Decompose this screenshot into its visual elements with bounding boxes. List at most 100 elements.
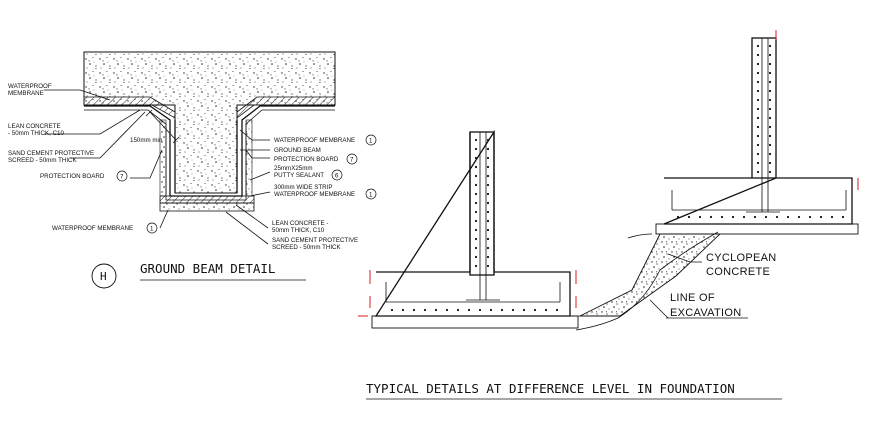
rebar-dot bbox=[768, 143, 772, 147]
rebar-dot bbox=[756, 80, 760, 84]
label-r-strip-num: 1 bbox=[369, 192, 373, 199]
label-dimension-150: 150mm min bbox=[130, 137, 163, 144]
ground-beam-title-block: H GROUND BEAM DETAIL bbox=[91, 261, 306, 289]
label-r-strip-2: WATERPROOF MEMBRANE bbox=[274, 191, 355, 198]
label-protection-board-num: 7 bbox=[120, 174, 124, 181]
rebar-dot bbox=[756, 116, 760, 120]
rebar-dot bbox=[486, 246, 490, 250]
rebar-dot bbox=[756, 134, 760, 138]
rebar-dot bbox=[756, 125, 760, 129]
rebar-dot bbox=[687, 215, 691, 219]
rebar-dot bbox=[756, 107, 760, 111]
label-r-protection-board-num: 7 bbox=[350, 157, 354, 164]
rebar-dot bbox=[434, 308, 438, 312]
rebar-dot bbox=[756, 161, 760, 165]
rebar-dot bbox=[423, 308, 427, 312]
label-r-strip-1: 300mm WIDE STRIP bbox=[274, 184, 332, 191]
rebar-dot bbox=[756, 62, 760, 66]
rebar-dot bbox=[486, 192, 490, 196]
rebar-dot bbox=[401, 308, 405, 312]
rebar-dot bbox=[489, 308, 493, 312]
rebar-dot bbox=[522, 308, 526, 312]
label-waterproof-bottom-num: 1 bbox=[150, 226, 154, 233]
rebar-dot bbox=[797, 215, 801, 219]
rebar-dot bbox=[486, 210, 490, 214]
rebar-dots bbox=[390, 44, 845, 312]
rebar-dot bbox=[474, 201, 478, 205]
rebar-dot bbox=[474, 174, 478, 178]
rebar-dot bbox=[775, 215, 779, 219]
label-waterproof-2: MEMBRANE bbox=[8, 90, 44, 97]
label-r-sand-2: SCREED - 50mm THICK bbox=[272, 244, 342, 251]
rebar-dot bbox=[768, 107, 772, 111]
rebar-dot bbox=[544, 308, 548, 312]
rebar-dot bbox=[819, 215, 823, 219]
rebar-dot bbox=[768, 62, 772, 66]
rebar-dot bbox=[486, 201, 490, 205]
rebar-dot bbox=[474, 165, 478, 169]
label-sand-cement-2: SCREED - 50mm THICK bbox=[8, 157, 78, 164]
ground-beam-title: GROUND BEAM DETAIL bbox=[140, 261, 275, 276]
rebar-dot bbox=[474, 246, 478, 250]
foundation-leaders bbox=[649, 253, 702, 319]
rebar-dot bbox=[756, 53, 760, 57]
ground-beam-section bbox=[83, 51, 336, 212]
label-excavation-2: EXCAVATION bbox=[670, 307, 741, 319]
rebar-dot bbox=[742, 215, 746, 219]
rebar-dot bbox=[786, 215, 790, 219]
cyclopean-concrete-slope bbox=[575, 231, 722, 331]
rebar-dot bbox=[486, 165, 490, 169]
rebar-dot bbox=[756, 44, 760, 48]
rebar-dot bbox=[756, 170, 760, 174]
label-r-protection-board: PROTECTION BOARD bbox=[274, 156, 339, 163]
label-protection-board: PROTECTION BOARD bbox=[40, 173, 105, 180]
rebar-dot bbox=[768, 53, 772, 57]
rebar-dot bbox=[533, 308, 537, 312]
rebar-dot bbox=[486, 255, 490, 259]
label-r-putty-1: 25mmX25mm bbox=[274, 165, 313, 172]
label-waterproof-1: WATERPROOF bbox=[8, 83, 52, 90]
rebar-dot bbox=[709, 215, 713, 219]
rebar-dot bbox=[720, 215, 724, 219]
rebar-dot bbox=[753, 215, 757, 219]
rebar-dot bbox=[500, 308, 504, 312]
label-sand-cement-1: SAND CEMENT PROTECTIVE bbox=[8, 150, 94, 157]
foundation-upper-footing bbox=[655, 30, 859, 235]
label-waterproof-bottom: WATERPROOF MEMBRANE bbox=[52, 225, 133, 232]
rebar-dot bbox=[486, 138, 490, 142]
rebar-dot bbox=[474, 138, 478, 142]
rebar-dot bbox=[808, 215, 812, 219]
label-cyclopean-2: CONCRETE bbox=[706, 266, 770, 278]
rebar-dot bbox=[486, 147, 490, 151]
rebar-dot bbox=[768, 71, 772, 75]
rebar-dot bbox=[764, 215, 768, 219]
label-r-lean-1: LEAN CONCRETE - bbox=[272, 220, 328, 227]
rebar-dot bbox=[511, 308, 515, 312]
rebar-dot bbox=[756, 98, 760, 102]
beam-base-screed bbox=[159, 195, 255, 204]
ground-beam-labels-left: WATERPROOF MEMBRANE LEAN CONCRETE - 50mm… bbox=[8, 83, 163, 234]
label-cyclopean-1: CYCLOPEAN bbox=[706, 252, 777, 264]
ground-beam-leaders-left bbox=[44, 89, 169, 229]
rebar-dot bbox=[698, 215, 702, 219]
rebar-dot bbox=[412, 308, 416, 312]
label-r-lean-2: 50mm THICK, C10 bbox=[272, 227, 325, 234]
rebar-dot bbox=[768, 170, 772, 174]
ground-beam-leaders-right bbox=[225, 129, 271, 245]
rebar-dot bbox=[756, 71, 760, 75]
rebar-dot bbox=[768, 152, 772, 156]
label-r-waterproof: WATERPROOF MEMBRANE bbox=[274, 137, 355, 144]
rebar-dot bbox=[768, 161, 772, 165]
rebar-dot bbox=[474, 264, 478, 268]
rebar-dot bbox=[486, 174, 490, 178]
rebar-dot bbox=[467, 308, 471, 312]
rebar-dot bbox=[390, 308, 394, 312]
label-lean-concrete-2: - 50mm THICK, C10 bbox=[8, 130, 64, 137]
rebar-dot bbox=[768, 89, 772, 93]
rebar-dot bbox=[474, 255, 478, 259]
rebar-dot bbox=[768, 98, 772, 102]
label-r-ground-beam: GROUND BEAM bbox=[274, 147, 321, 154]
lean-concrete-right bbox=[236, 96, 336, 119]
rebar-dot bbox=[474, 183, 478, 187]
rebar-dot bbox=[555, 308, 559, 312]
